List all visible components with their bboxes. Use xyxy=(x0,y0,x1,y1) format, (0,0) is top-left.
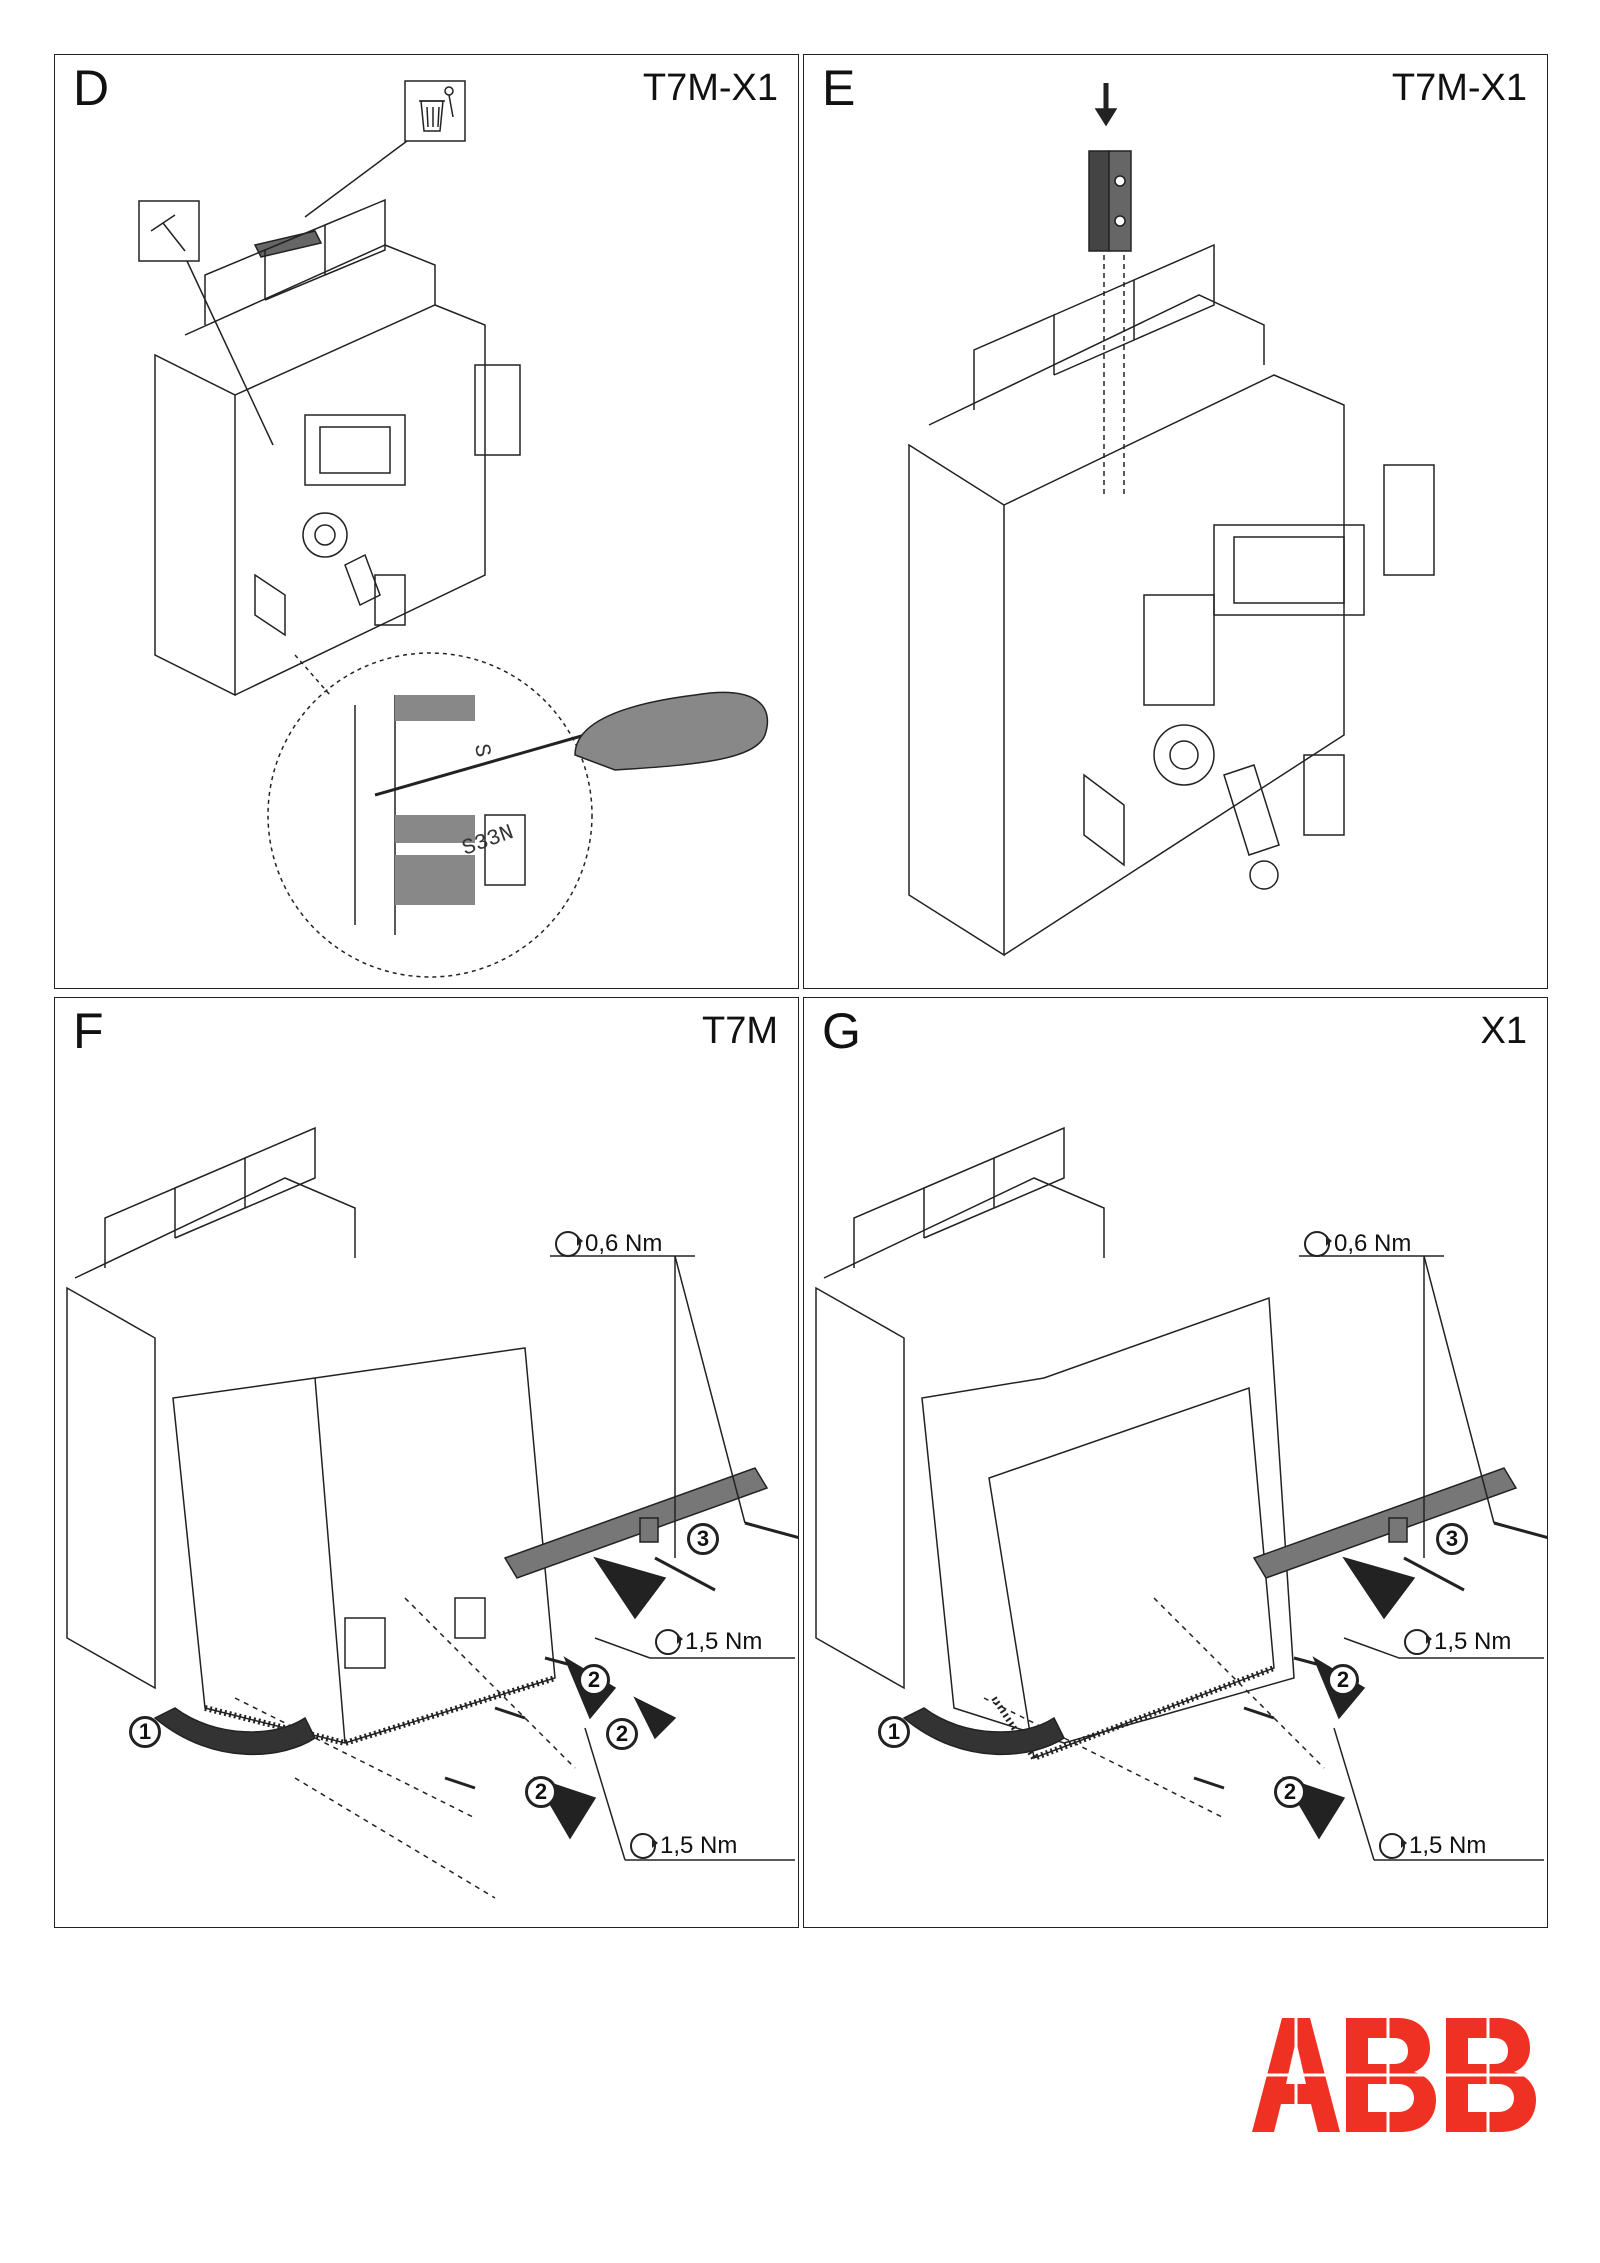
breaker-illustration-f xyxy=(66,1126,798,1899)
panel-letter: D xyxy=(73,60,110,116)
torque-label-bottom: 1,5 Nm xyxy=(1379,1832,1486,1860)
screwdriver-icon xyxy=(374,691,769,797)
torque-rotation-icon xyxy=(1304,1231,1332,1257)
panel-g: G X1 xyxy=(803,997,1548,1928)
torque-rotation-icon xyxy=(655,1629,683,1655)
step-badge: 2 xyxy=(578,1664,610,1696)
hammer-icon xyxy=(138,200,200,262)
panel-model: T7M xyxy=(702,1010,778,1052)
step-badge: 3 xyxy=(687,1523,719,1555)
panel-model: T7M-X1 xyxy=(1391,67,1527,109)
torque-value: 0,6 Nm xyxy=(585,1230,663,1257)
svg-text:S: S xyxy=(468,742,495,759)
panel-model: X1 xyxy=(1480,1010,1527,1052)
torque-value: 0,6 Nm xyxy=(1334,1230,1412,1257)
recycle-bin-icon xyxy=(404,80,466,142)
torque-rotation-icon xyxy=(555,1231,583,1257)
torque-rotation-icon xyxy=(1404,1629,1432,1655)
torque-value: 1,5 Nm xyxy=(1434,1628,1512,1655)
step-badge: 3 xyxy=(1436,1523,1468,1555)
panel-letter: E xyxy=(822,60,856,116)
panel-letter: G xyxy=(822,1003,861,1059)
panel-letter: F xyxy=(73,1003,104,1059)
step-badge: 2 xyxy=(606,1718,638,1750)
torque-label-top: 0,6 Nm xyxy=(555,1230,662,1258)
down-arrow-icon xyxy=(1094,83,1118,127)
torque-label-mid: 1,5 Nm xyxy=(655,1628,762,1656)
torque-rotation-icon xyxy=(1379,1833,1407,1859)
breaker-illustration-d: S S33N xyxy=(138,80,769,978)
panel-d: D T7M-X1 xyxy=(54,54,799,989)
breaker-illustration-g xyxy=(815,1126,1547,1861)
torque-value: 1,5 Nm xyxy=(1409,1832,1487,1859)
panel-f: F T7M xyxy=(54,997,799,1928)
torque-rotation-icon xyxy=(630,1833,658,1859)
abb-logo xyxy=(1248,2018,1542,2132)
torque-label-top: 0,6 Nm xyxy=(1304,1230,1411,1258)
torque-label-bottom: 1,5 Nm xyxy=(630,1832,737,1860)
torque-value: 1,5 Nm xyxy=(685,1628,763,1655)
step-badge: 1 xyxy=(878,1716,910,1748)
panel-e: E T7M-X1 xyxy=(803,54,1548,989)
step-badge: 1 xyxy=(129,1716,161,1748)
panel-model: T7M-X1 xyxy=(642,67,778,109)
step-badge: 2 xyxy=(525,1776,557,1808)
torque-label-mid: 1,5 Nm xyxy=(1404,1628,1511,1656)
connector-part xyxy=(1088,150,1132,252)
torque-value: 1,5 Nm xyxy=(660,1832,738,1859)
breaker-illustration-e xyxy=(908,83,1435,957)
step-badge: 2 xyxy=(1274,1776,1306,1808)
step-badge: 2 xyxy=(1327,1664,1359,1696)
